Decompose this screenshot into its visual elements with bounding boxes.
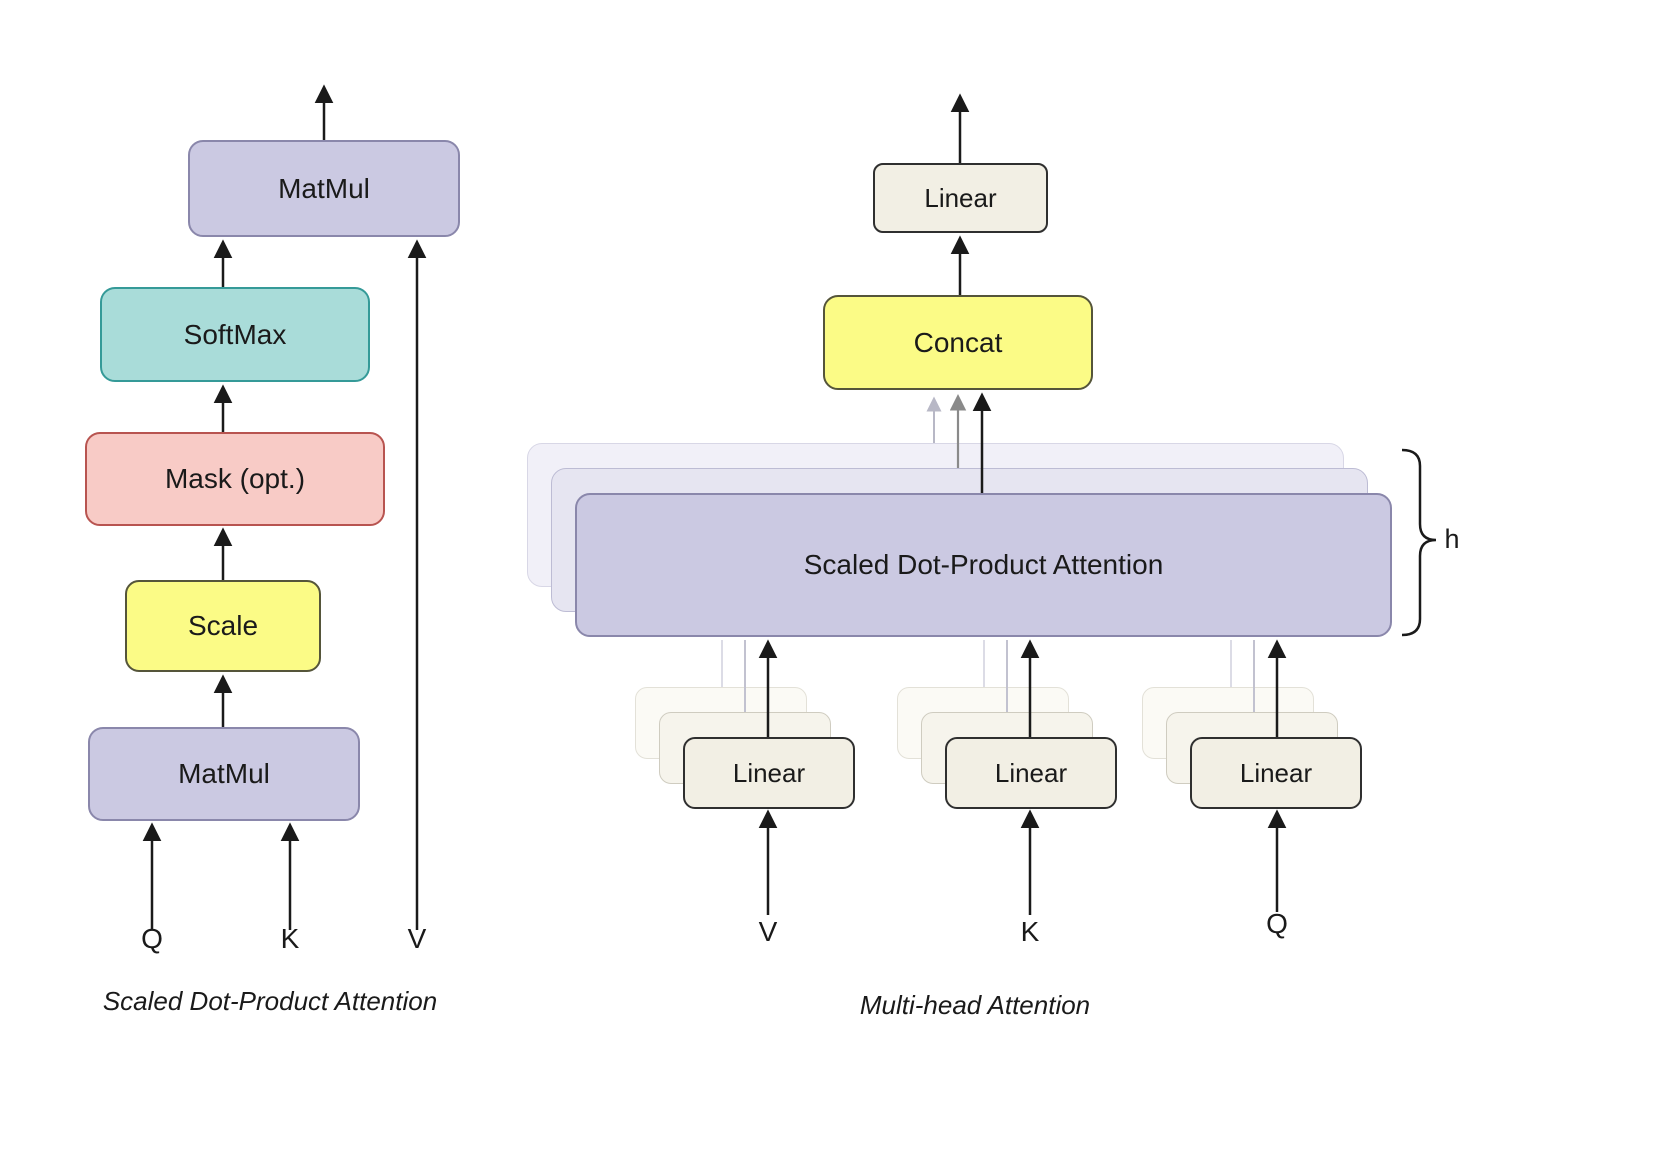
concat-box: Concat	[823, 295, 1093, 390]
left-caption: Scaled Dot-Product Attention	[102, 986, 438, 1016]
right-caption: Multi-head Attention	[859, 990, 1091, 1020]
scale-box: Scale	[125, 580, 321, 672]
input-label-k: K	[280, 923, 300, 954]
heads-count-label: h	[1444, 524, 1460, 554]
linear-v-box: Linear	[683, 737, 855, 809]
input-label-k-right: K	[1020, 916, 1040, 947]
linear-q-box: Linear	[1190, 737, 1362, 809]
input-label-v: V	[407, 923, 427, 954]
mask-box: Mask (opt.)	[85, 432, 385, 526]
input-label-v-right: V	[758, 916, 778, 947]
matmul-top-box: MatMul	[188, 140, 460, 237]
linear-k-box: Linear	[945, 737, 1117, 809]
linear-top-box: Linear	[873, 163, 1048, 233]
input-label-q-right: Q	[1266, 908, 1288, 939]
ghost-arrows	[721, 394, 1255, 712]
sdpa-main-box: Scaled Dot-Product Attention	[575, 493, 1392, 637]
left-arrows	[142, 84, 427, 930]
matmul-bottom-box: MatMul	[88, 727, 360, 821]
right-arrows	[758, 93, 1287, 915]
input-label-q: Q	[141, 923, 163, 954]
softmax-box: SoftMax	[100, 287, 370, 382]
heads-brace	[1401, 448, 1437, 637]
